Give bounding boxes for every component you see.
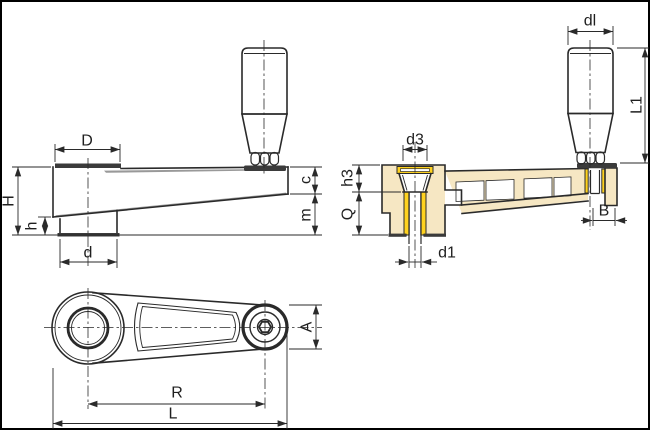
knob-washer — [244, 165, 286, 171]
knob-screw — [589, 170, 601, 195]
dimension-h: h — [24, 216, 51, 235]
boss-section-body — [605, 168, 617, 206]
dimension-L1: L1 — [617, 47, 649, 164]
dim-label-dl: dl — [584, 13, 596, 30]
knob-section-view — [567, 47, 614, 165]
dimension-A: A — [289, 304, 322, 350]
hex-socket — [257, 320, 273, 334]
knob-side-view — [241, 47, 288, 171]
dim-label-d3: d3 — [406, 132, 424, 149]
dimension-d3: d3 — [402, 132, 428, 161]
dim-label-A: A — [299, 321, 316, 332]
dimension-H: H — [1, 166, 322, 236]
dimension-c: c — [290, 166, 322, 195]
dimension-m: m — [298, 194, 319, 235]
knob-washer-section — [577, 163, 617, 169]
dimension-L: L — [52, 334, 288, 429]
dim-label-c: c — [298, 176, 315, 184]
dimension-R: R — [88, 385, 265, 408]
top-view: A R L — [44, 288, 322, 429]
dimension-D: D — [54, 133, 121, 162]
dim-label-B: B — [599, 203, 610, 220]
dimension-dl: dl — [567, 13, 614, 45]
dim-label-h: h — [24, 222, 41, 231]
dim-label-d: d — [84, 245, 93, 262]
dimension-d: d — [59, 239, 118, 268]
dim-label-L: L — [169, 406, 178, 423]
side-view: D H h d c m — [1, 40, 322, 268]
arm-recess-outline — [133, 302, 241, 352]
dim-label-L1: L1 — [629, 96, 646, 114]
dim-label-D: D — [81, 133, 93, 150]
dim-label-Q: Q — [340, 208, 357, 220]
dimension-Q: Q — [340, 192, 388, 236]
dim-label-d1: d1 — [438, 245, 456, 262]
dim-label-h3: h3 — [340, 169, 357, 187]
dim-label-H: H — [1, 195, 18, 207]
dimension-d1: d1 — [395, 245, 456, 268]
dim-label-m: m — [298, 208, 315, 221]
dim-label-R: R — [171, 385, 183, 402]
section-view: dl L1 d3 h3 Q — [340, 13, 649, 268]
dimension-B: B — [581, 203, 627, 226]
